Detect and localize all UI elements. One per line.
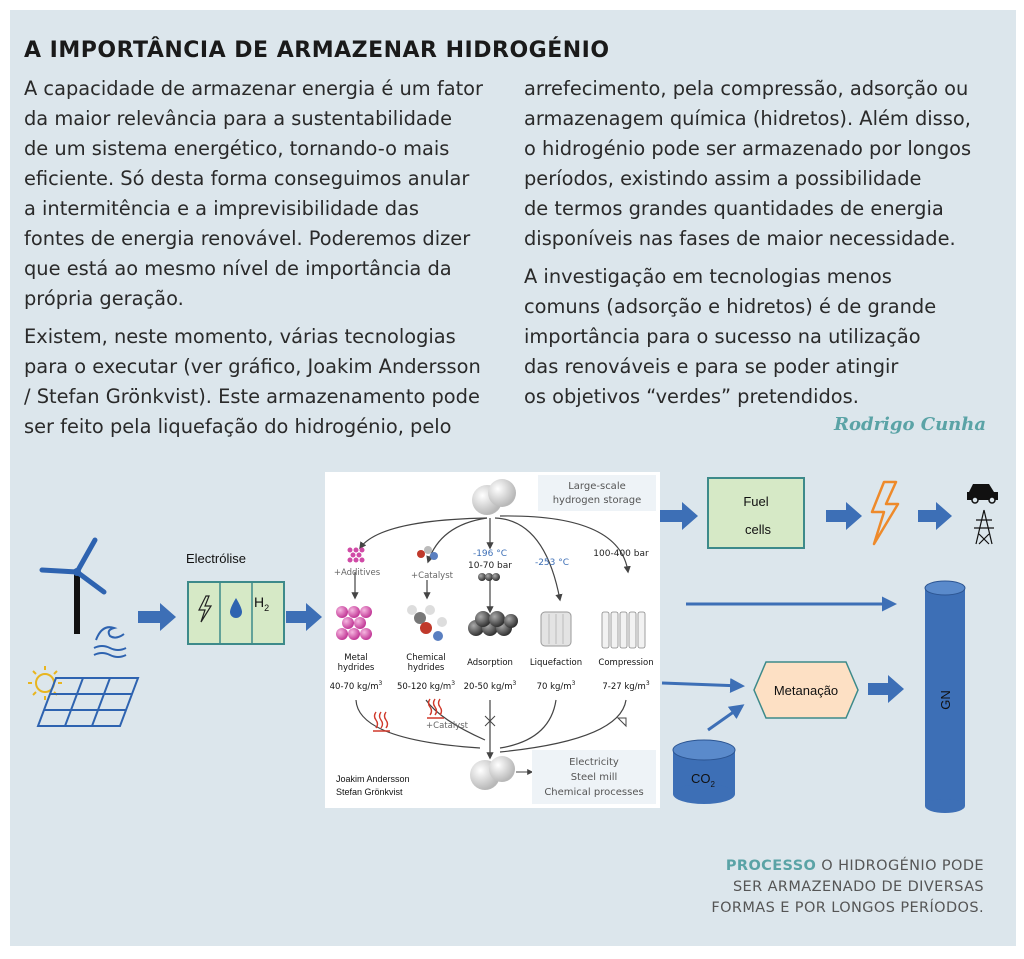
catalyst-icon xyxy=(417,546,438,560)
solar-panel-icon xyxy=(36,677,140,727)
heat-icon xyxy=(373,711,390,732)
storage-figure: Large-scale hydrogen storage +Additives … xyxy=(325,472,660,808)
gn-tank: GN xyxy=(924,580,966,813)
tech-density: 7-27 kg/m3 xyxy=(602,680,649,692)
flow-arrow xyxy=(661,678,745,694)
tech-name: Chemical xyxy=(406,653,445,663)
electrolyser: H2 xyxy=(187,581,285,645)
article-column-left: A capacidade de armazenar energia é um f… xyxy=(24,74,514,450)
water-drop-icon xyxy=(230,598,242,618)
additives-icon xyxy=(347,547,365,563)
methanation-label: Metanação xyxy=(774,683,838,698)
metal-hydrides-icon xyxy=(336,606,372,640)
lightning-icon xyxy=(198,595,213,623)
power-pylon-icon xyxy=(974,509,994,545)
paragraph: Existem, neste momento, várias tecnologi… xyxy=(24,325,481,438)
gn-label: GN xyxy=(938,690,953,710)
paragraph: arrefecimento, pela compressão, adsorção… xyxy=(524,77,972,250)
compression-cylinders-icon xyxy=(601,611,646,649)
caption-lead: PROCESSO xyxy=(725,858,817,874)
article-column-right: arrefecimento, pela compressão, adsorção… xyxy=(524,74,1004,420)
fuel-cells-label: Fuel xyxy=(743,494,768,509)
figure-credit: Joakim Andersson xyxy=(336,774,410,784)
author-byline: Rodrigo Cunha xyxy=(834,414,986,435)
co2-label: CO xyxy=(691,771,711,786)
liquefaction-tank-icon xyxy=(540,611,572,647)
valve-icon xyxy=(484,715,496,727)
adsorbent-icon xyxy=(478,573,500,581)
flow-arrow xyxy=(138,603,176,631)
flow-arrow xyxy=(826,502,862,530)
paragraph: A capacidade de armazenar energia é um f… xyxy=(24,77,484,310)
tech-name: Liquefaction xyxy=(530,658,582,668)
paragraph: A investigação em tecnologias menos comu… xyxy=(524,265,937,408)
storage-title-line2: hydrogen storage xyxy=(553,495,642,506)
additives-label: +Additives xyxy=(334,568,381,578)
heat-icon xyxy=(427,698,444,719)
svg-text:CO2: CO2 xyxy=(691,771,716,789)
wave-icon xyxy=(93,626,127,658)
use-label: Steel mill xyxy=(571,772,618,783)
catalyst-label: +Catalyst xyxy=(411,571,454,581)
caption-line: O HIDROGÉNIO PODE xyxy=(816,858,984,874)
figure-caption: PROCESSO O HIDROGÉNIO PODE SER ARMAZENAD… xyxy=(711,856,984,919)
tech-density: 50-120 kg/m3 xyxy=(397,680,455,692)
catalyst-label: +Catalyst xyxy=(426,721,469,731)
tech-name: Metal xyxy=(344,653,367,663)
co2-subscript: 2 xyxy=(711,780,716,789)
car-icon xyxy=(967,484,998,504)
caption-line: SER ARMAZENADO DE DIVERSAS xyxy=(732,879,984,895)
methanation-box xyxy=(753,661,859,719)
tech-density: 70 kg/m3 xyxy=(537,680,576,692)
storage-title: Large-scale xyxy=(568,481,626,492)
liquefaction-temp-label: -253 °C xyxy=(535,558,569,568)
tech-name-line2: hydrides xyxy=(408,663,445,673)
use-label: Electricity xyxy=(569,757,619,768)
chemical-hydrides-icon xyxy=(407,605,447,641)
figure-credit: Stefan Grönkvist xyxy=(336,787,403,797)
hydrogen-process-diagram: Electrólise H2 Large-scale hydrogen stor… xyxy=(28,472,998,813)
fuel-cells-label-line2: cells xyxy=(745,522,772,537)
valve-icon xyxy=(616,717,627,728)
flow-arrow xyxy=(660,502,698,530)
lightning-icon xyxy=(870,480,900,546)
tech-name: Compression xyxy=(598,658,653,668)
caption-line: FORMAS E POR LONGOS PERÍODOS. xyxy=(711,900,984,916)
flow-arrow xyxy=(868,675,904,703)
pressure-label: 10-70 bar xyxy=(468,561,512,571)
flow-arrow xyxy=(286,603,322,631)
article-headline: A IMPORTÂNCIA DE ARMAZENAR HIDROGÉNIO xyxy=(24,38,610,63)
flow-arrow xyxy=(707,704,745,732)
tech-name-line2: hydrides xyxy=(338,663,375,673)
tech-density: 40-70 kg/m3 xyxy=(330,680,383,692)
use-label: Chemical processes xyxy=(544,787,643,798)
svg-text:H2: H2 xyxy=(254,594,269,613)
flow-arrow xyxy=(918,502,952,530)
h2-label: H xyxy=(254,594,264,610)
tech-name: Adsorption xyxy=(467,658,513,668)
co2-tank: CO2 xyxy=(672,739,736,804)
tech-density: 20-50 kg/m3 xyxy=(464,680,517,692)
fuel-cells-box xyxy=(707,477,805,549)
wind-turbine-icon xyxy=(39,537,107,634)
adsorption-icon xyxy=(468,611,518,636)
temp-label: -196 °C xyxy=(473,549,507,559)
electrolysis-label: Electrólise xyxy=(186,551,246,566)
compression-pressure-label: 100-400 bar xyxy=(593,549,649,559)
h2-subscript: 2 xyxy=(264,603,269,613)
